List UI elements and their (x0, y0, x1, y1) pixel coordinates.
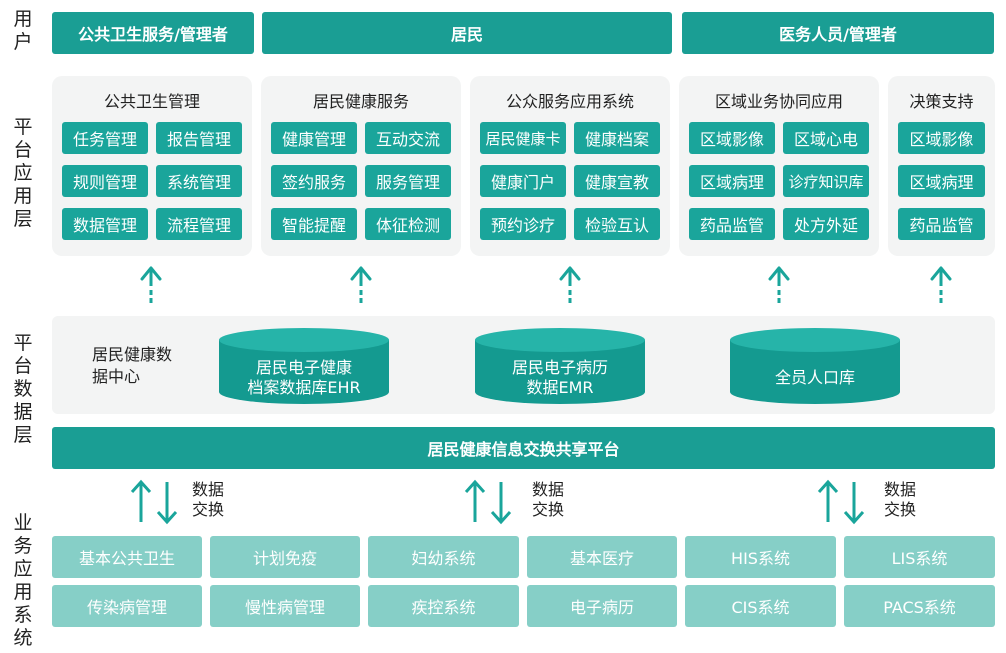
database-ehr-icon: 居民电子健康 档案数据库EHR (219, 328, 389, 404)
app-tile: 系统管理 (156, 165, 242, 197)
biz-system-tile: 基本医疗 (527, 536, 677, 578)
arrow-up-icon (559, 265, 581, 305)
app-tile: 居民健康卡 (480, 122, 566, 154)
biz-system-tile: 妇幼系统 (368, 536, 519, 578)
app-tile: 互动交流 (365, 122, 451, 154)
biz-system-tile: 电子病历 (527, 585, 677, 627)
exchange-arrows-icon (815, 478, 867, 526)
exchange-label: 数据 交换 (532, 480, 564, 520)
app-panel-public-service: 公众服务应用系统 居民健康卡 健康档案 健康门户 健康宣教 预约诊疗 检验互认 (470, 76, 670, 256)
app-tile: 诊疗知识库 (783, 165, 869, 197)
app-tile: 体征检测 (365, 208, 451, 240)
app-tile: 健康档案 (574, 122, 660, 154)
biz-system-tile: 基本公共卫生 (52, 536, 202, 578)
layer-label-data: 平台数据层 (13, 332, 33, 446)
app-tile: 区域病理 (898, 165, 985, 197)
arrow-up-icon (140, 265, 162, 305)
app-tile: 规则管理 (62, 165, 148, 197)
exchange-label: 数据 交换 (192, 480, 224, 520)
data-center-label-line: 居民健康数 (92, 345, 173, 364)
app-tile: 区域影像 (898, 122, 985, 154)
app-tile: 签约服务 (271, 165, 357, 197)
app-tile: 检验互认 (574, 208, 660, 240)
app-panel-regional-collab: 区域业务协同应用 区域影像 区域心电 区域病理 诊疗知识库 药品监管 处方外延 (679, 76, 879, 256)
database-label: 全员人口库 (774, 368, 855, 387)
layer-label-app: 平台应用层 (13, 116, 33, 230)
data-center-label: 居民健康数 据中心 (92, 344, 172, 388)
app-tile: 区域影像 (689, 122, 775, 154)
biz-system-tile: HIS系统 (685, 536, 836, 578)
user-bar-public-health: 公共卫生服务/管理者 (52, 12, 254, 54)
arrow-up-icon (768, 265, 790, 305)
exchange-platform-bar: 居民健康信息交换共享平台 (52, 427, 995, 469)
database-label: 档案数据库EHR (247, 378, 361, 397)
biz-system-tile: LIS系统 (844, 536, 995, 578)
user-bar-medical-staff: 医务人员/管理者 (682, 12, 994, 54)
biz-system-tile: 疾控系统 (368, 585, 519, 627)
data-center-panel: 居民健康数 据中心 居民电子健康 档案数据库EHR 居民电子病历 数据EMR 全… (52, 316, 995, 414)
biz-system-tile: 慢性病管理 (210, 585, 360, 627)
app-tile: 健康门户 (480, 165, 566, 197)
exchange-arrows-icon (462, 478, 514, 526)
biz-system-tile: PACS系统 (844, 585, 995, 627)
app-tile: 健康宣教 (574, 165, 660, 197)
app-tile: 预约诊疗 (480, 208, 566, 240)
app-tile: 药品监管 (898, 208, 985, 240)
database-emr-icon: 居民电子病历 数据EMR (475, 328, 645, 404)
database-label: 居民电子健康 (255, 358, 352, 377)
app-tile: 服务管理 (365, 165, 451, 197)
app-panel-title: 决策支持 (909, 92, 974, 111)
app-tile: 区域病理 (689, 165, 775, 197)
arrow-up-icon (350, 265, 372, 305)
app-tile: 报告管理 (156, 122, 242, 154)
exchange-label: 数据 交换 (884, 480, 916, 520)
exchange-label-line: 交换 (192, 500, 225, 519)
exchange-arrows-icon (128, 478, 180, 526)
biz-system-tile: 计划免疫 (210, 536, 360, 578)
app-tile: 智能提醒 (271, 208, 357, 240)
data-center-label-line: 据中心 (92, 367, 141, 386)
app-tile: 流程管理 (156, 208, 242, 240)
app-panel-resident-health: 居民健康服务 健康管理 互动交流 签约服务 服务管理 智能提醒 体征检测 (261, 76, 461, 256)
app-tile: 健康管理 (271, 122, 357, 154)
app-panel-title: 公众服务应用系统 (505, 92, 634, 111)
database-population-icon: 全员人口库 (730, 328, 900, 404)
app-tile: 任务管理 (62, 122, 148, 154)
layer-label-biz: 业务应用系统 (13, 512, 33, 649)
database-label: 居民电子病历 (511, 358, 608, 377)
app-panel-title: 区域业务协同应用 (714, 92, 843, 111)
app-tile: 药品监管 (689, 208, 775, 240)
app-tile: 区域心电 (783, 122, 869, 154)
exchange-label-line: 数据 (884, 480, 917, 499)
app-tile: 处方外延 (783, 208, 869, 240)
app-panel-public-health: 公共卫生管理 任务管理 报告管理 规则管理 系统管理 数据管理 流程管理 (52, 76, 252, 256)
app-panel-title: 公共卫生管理 (103, 92, 200, 111)
exchange-label-line: 数据 (532, 480, 565, 499)
arrow-up-icon (930, 265, 952, 305)
biz-system-tile: 传染病管理 (52, 585, 202, 627)
app-panel-title: 居民健康服务 (312, 92, 409, 111)
layer-label-user: 用户 (13, 8, 33, 53)
database-label: 数据EMR (526, 378, 594, 397)
app-panel-decision-support: 决策支持 区域影像 区域病理 药品监管 (888, 76, 995, 256)
biz-system-tile: CIS系统 (685, 585, 836, 627)
app-tile: 数据管理 (62, 208, 148, 240)
user-bar-resident: 居民 (262, 12, 672, 54)
exchange-label-line: 交换 (884, 500, 917, 519)
exchange-label-line: 交换 (532, 500, 565, 519)
exchange-label-line: 数据 (192, 480, 225, 499)
